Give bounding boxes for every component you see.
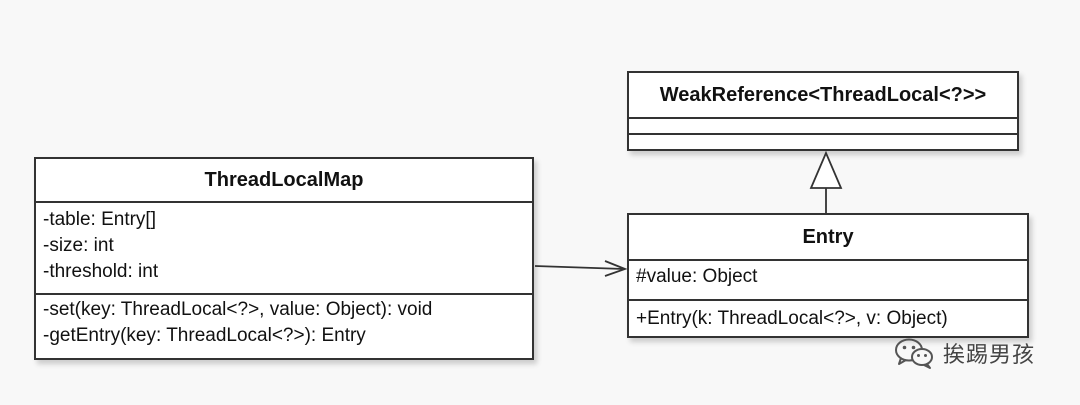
generalization-arrow [809, 150, 843, 213]
class-title: Entry [629, 215, 1027, 261]
attribute-size: -size: int [43, 235, 114, 256]
operations-section [629, 135, 1017, 149]
class-weakreference: WeakReference<ThreadLocal<?>> [627, 71, 1019, 151]
association-arrow [534, 260, 628, 277]
operations-section: +Entry(k: ThreadLocal<?>, v: Object) [629, 301, 1027, 332]
wechat-icon [895, 338, 933, 369]
attributes-section: -table: Entry[] -size: int -threshold: i… [36, 203, 532, 295]
operations-section: -set(key: ThreadLocal<?>, value: Object)… [36, 295, 532, 349]
attribute-table: -table: Entry[] [43, 209, 156, 230]
class-entry: Entry #value: Object +Entry(k: ThreadLoc… [627, 213, 1029, 338]
class-threadlocalmap: ThreadLocalMap -table: Entry[] -size: in… [34, 157, 534, 360]
class-title: ThreadLocalMap [36, 159, 532, 203]
class-title: WeakReference<ThreadLocal<?>> [629, 73, 1017, 119]
attributes-section: #value: Object [629, 261, 1027, 301]
attribute-value: #value: Object [636, 266, 758, 287]
attribute-threshold: -threshold: int [43, 261, 159, 282]
operation-getentry: -getEntry(key: ThreadLocal<?>): Entry [43, 325, 366, 346]
watermark: 挨踢男孩 [893, 336, 1035, 370]
operation-set: -set(key: ThreadLocal<?>, value: Object)… [43, 299, 433, 320]
operation-entry-constructor: +Entry(k: ThreadLocal<?>, v: Object) [636, 308, 948, 329]
watermark-text: 挨踢男孩 [943, 343, 1036, 368]
attributes-section [629, 119, 1017, 135]
